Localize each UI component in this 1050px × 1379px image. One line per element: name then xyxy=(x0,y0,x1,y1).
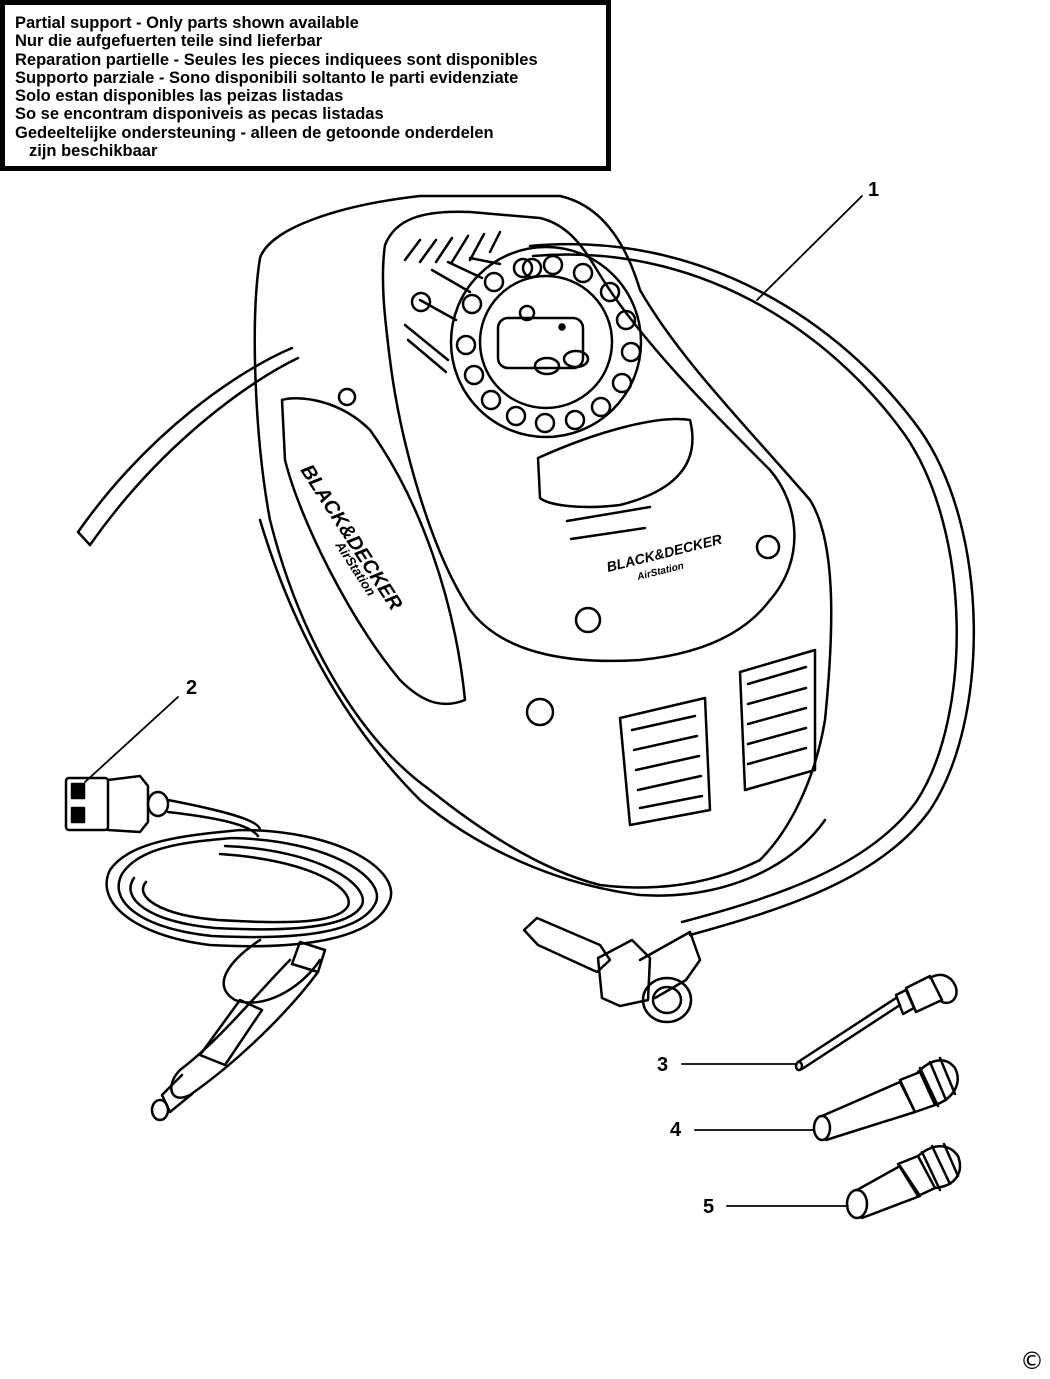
callout-2: 2 xyxy=(186,677,198,699)
callout-3: 3 xyxy=(657,1054,669,1076)
front-vents xyxy=(618,648,817,827)
notice-line-es: Solo estan disponibles las peizas listad… xyxy=(15,87,344,106)
copyright-symbol: © xyxy=(1020,1347,1044,1375)
notice-line-nl-cont: zijn beschikbaar xyxy=(29,142,158,161)
tapered-nozzle xyxy=(812,1056,959,1142)
air-hose xyxy=(522,242,976,1024)
body-bolts xyxy=(337,257,781,727)
notice-line-nl: Gedeeltelijke ondersteuning - alleen de … xyxy=(15,123,494,142)
power-cord xyxy=(64,774,393,1122)
notice-line-en: Partial support - Only parts shown avail… xyxy=(15,14,359,32)
callout-1: 1 xyxy=(868,179,880,201)
compressor-body xyxy=(76,194,833,897)
notice-line-fr: Reparation partielle - Seules les pieces… xyxy=(15,50,538,69)
notice-line-it: Supporto parziale - Sono disponibili sol… xyxy=(15,68,519,87)
notice-line-de: Nur die aufgefuerten teile sind lieferba… xyxy=(15,32,323,51)
callout-4: 4 xyxy=(670,1119,682,1141)
inflation-needle xyxy=(794,973,958,1072)
notice-line-pt: So se encontram disponiveis as pecas lis… xyxy=(15,105,384,124)
leader-lines xyxy=(84,195,863,1207)
callout-5: 5 xyxy=(703,1196,715,1218)
partial-support-notice: Partial support - Only parts shown avail… xyxy=(0,0,611,171)
short-nozzle xyxy=(845,1142,962,1220)
